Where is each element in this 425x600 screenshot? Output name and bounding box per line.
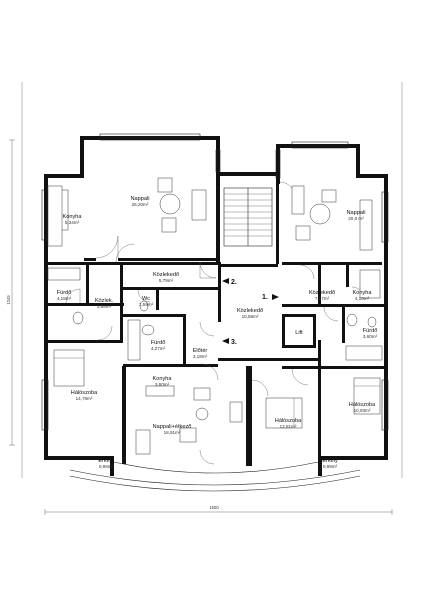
room-area-furdo-mid: 4,27m² <box>151 346 166 351</box>
room-name-erkely-right: Erkély <box>322 458 338 464</box>
room-area-wc: 1,59m² <box>139 302 154 307</box>
arrow-left-icon <box>222 338 229 344</box>
room-area-konyha-left: 5,34m² <box>65 220 80 225</box>
room-area-furdo-left: 4,18m² <box>57 296 72 301</box>
stair-marker-3: 3. <box>231 339 237 346</box>
room-name-wc: Wc <box>142 296 150 302</box>
room-name-konyha-right: Konyha <box>353 290 373 296</box>
room-area-konyha-bottom: 3,60m² <box>155 382 170 387</box>
staircase <box>223 187 273 247</box>
windows <box>41 133 389 431</box>
arrow-right-icon <box>272 294 279 300</box>
living-room-furniture-top <box>47 177 207 247</box>
room-name-kozlekedo-center: Közlekedő <box>237 308 263 314</box>
room-name-kozlekedo-mid: Közlekedő <box>153 272 179 278</box>
width-dimension: 1500 <box>44 505 393 515</box>
room-area-kozlekedo-right: 7,27m² <box>315 296 330 301</box>
room-area-erkely-right: 0,98m² <box>323 464 338 469</box>
room-name-erkely-left: Erkély <box>98 458 114 464</box>
room-name-furdo-left: Fürdő <box>57 290 72 296</box>
room-area-eloter: 3,18m² <box>193 354 208 359</box>
room-name-nappali-right: Nappali <box>347 210 366 216</box>
room-name-haloszoba-right: Hálószoba <box>349 402 376 408</box>
kitchen-dining-furniture <box>135 385 243 455</box>
room-labels: Nappali 25,20m² Konyha 5,34m² Nappali 20… <box>57 196 378 469</box>
living-room-furniture-right <box>291 185 381 299</box>
room-area-kozlekedo-mid: 5,79m² <box>159 278 174 283</box>
interior-walls <box>44 176 386 466</box>
room-area-furdo-right: 3,60m² <box>363 334 378 339</box>
room-area-kozlekedo-center: 10,58m² <box>242 314 259 319</box>
room-name-eloter: Előtér <box>193 348 208 354</box>
stair-marker-1: 1. <box>262 294 268 301</box>
stair-marker-2: 2. <box>231 279 237 286</box>
room-name-furdo-mid: Fürdő <box>151 340 166 346</box>
room-area-haloszoba-left: 14,79m² <box>76 396 93 401</box>
room-area-kozlek-left: 3,58m² <box>97 304 112 309</box>
bathroom-fixtures <box>47 267 383 361</box>
room-name-haloszoba-mid: Hálószoba <box>275 418 302 424</box>
room-area-haloszoba-right: 10,93m² <box>354 408 371 413</box>
bedroom-furniture <box>53 349 381 429</box>
room-area-nappali-top: 25,20m² <box>132 202 149 207</box>
stair-markers: 2. 1. 3. <box>222 278 279 346</box>
room-name-konyha-left: Konyha <box>63 214 83 220</box>
room-area-haloszoba-mid: 12,81m² <box>280 424 297 429</box>
balconies <box>69 461 361 492</box>
room-name-lift: Lift <box>295 330 303 336</box>
width-dimension-label: 1500 <box>209 505 219 510</box>
room-name-furdo-right: Fürdő <box>363 328 378 334</box>
room-name-haloszoba-left: Hálószoba <box>71 390 98 396</box>
height-dimension-label: 1245 <box>6 295 11 305</box>
room-name-kozlek-left: Közlek. <box>95 298 114 304</box>
room-name-konyha-bottom: Konyha <box>153 376 173 382</box>
room-name-kozlekedo-right: Közlekedő <box>309 290 335 296</box>
height-dimension: 1245 <box>6 139 15 446</box>
room-name-nappali-top: Nappali <box>131 196 150 202</box>
room-area-konyha-right: 4,10m² <box>355 296 370 301</box>
room-name-nappali-etkezo: Nappali+étkező <box>153 424 192 430</box>
room-area-erkely-left: 0,98m² <box>99 464 114 469</box>
room-area-nappali-etkezo: 18,91m² <box>164 430 181 435</box>
room-area-nappali-right: 20,0 m² <box>348 216 364 221</box>
arrow-left-icon <box>222 278 229 284</box>
